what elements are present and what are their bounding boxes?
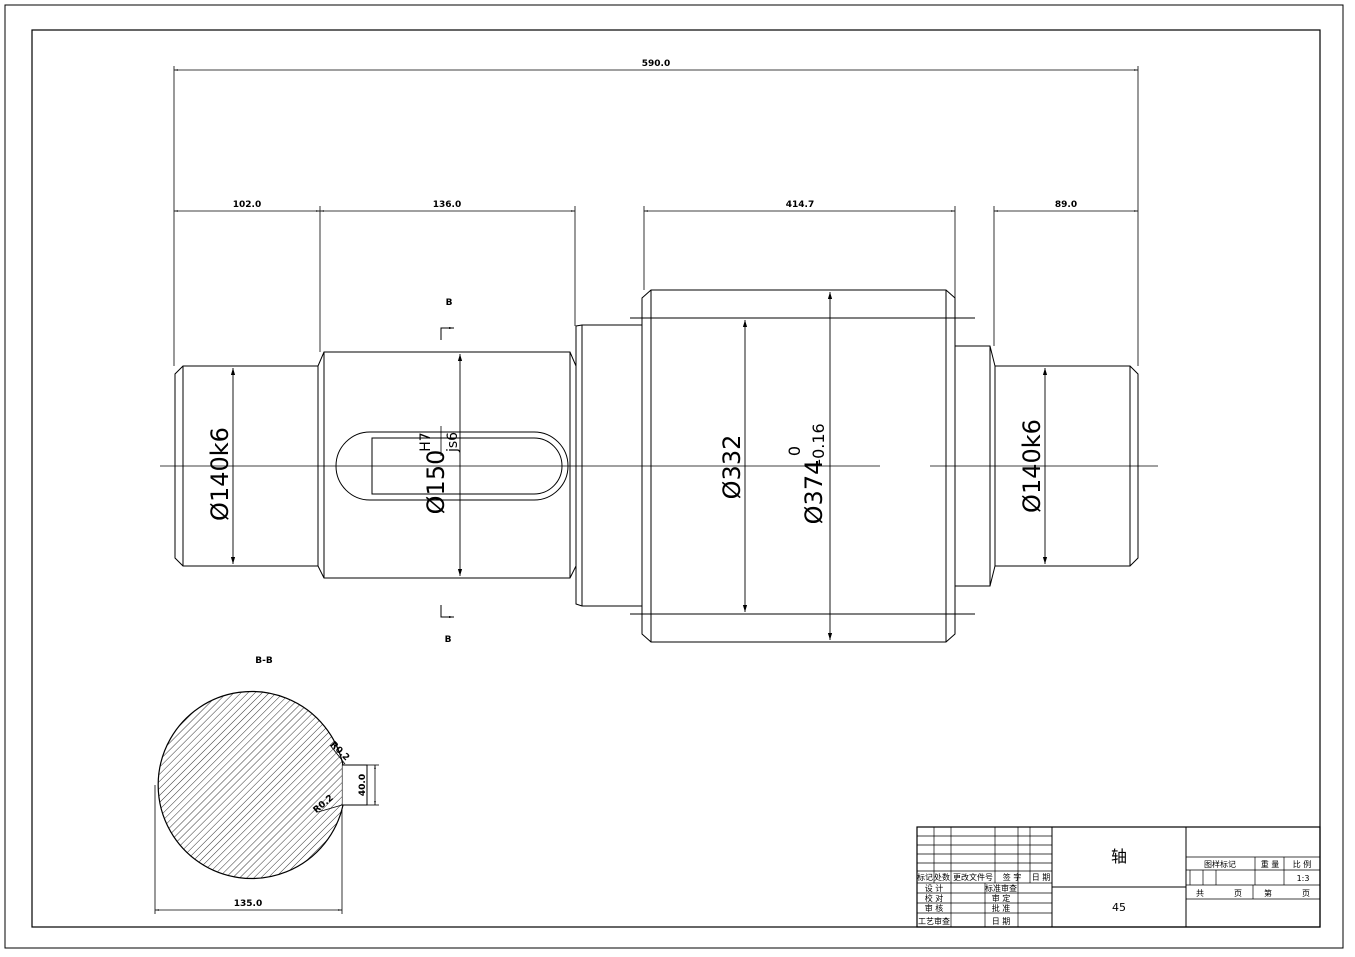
cut-label-top: B: [446, 298, 453, 308]
dia-key-seat: Ø150: [422, 450, 450, 515]
tb-process: 工艺审查: [918, 916, 950, 926]
keyway-slot: [335, 431, 569, 501]
inner-frame: [31, 29, 1321, 928]
tb-rev-date: 日 期: [1032, 873, 1051, 882]
dimension-lines: [174, 69, 1138, 212]
tb-design: 设 计: [925, 883, 944, 893]
section-dimension-lines: [154, 744, 379, 914]
dim-seg3-length: 414.7: [786, 200, 814, 210]
dia-outer-body: Ø374: [800, 460, 828, 525]
dim-seg4-length: 89.0: [1055, 200, 1077, 210]
tb-rev-count: 处数: [934, 872, 950, 882]
extension-lines: [173, 66, 1139, 366]
tb-scale-label: 比 例: [1293, 859, 1312, 869]
dim-key-width: 40.0: [358, 774, 368, 796]
cut-label-bottom: B: [445, 635, 452, 645]
tb-review: 审 核: [925, 903, 944, 913]
tb-rev-sign: 签 字: [1003, 872, 1022, 882]
dim-section-width: 135.0: [234, 899, 262, 909]
tb-approve: 批 准: [992, 903, 1011, 913]
dia-right-journal: Ø140k6: [1018, 419, 1046, 513]
tb-date: 日 期: [992, 917, 1011, 926]
tb-rev-mark: 标记: [917, 872, 933, 882]
tb-weight: 重 量: [1261, 859, 1280, 869]
tb-drawing-mark: 图样标记: [1204, 859, 1236, 869]
tb-part-name: 轴: [1111, 847, 1127, 866]
dim-total-length: 590.0: [642, 59, 670, 69]
tb-approve-set: 审 定: [992, 893, 1011, 903]
outer-frame: [4, 4, 1344, 949]
section-view: [157, 690, 368, 880]
shaft-outline: [174, 289, 1139, 643]
tb-material: 45: [1112, 901, 1126, 914]
dia-inner-body: Ø332: [718, 435, 746, 500]
fit-lower: js6: [445, 432, 461, 453]
section-title: B-B: [255, 656, 273, 666]
tb-std-review: 标准审查: [985, 883, 1017, 893]
title-block: [916, 826, 1321, 928]
tb-pages-label-2: 页: [1302, 889, 1310, 898]
tb-pages-label-1: 页: [1234, 889, 1242, 898]
fit-upper: H7: [418, 432, 434, 451]
section-cut-marks: [440, 327, 454, 618]
tb-sheet-label: 第: [1264, 888, 1272, 898]
tb-scale-value: 1:3: [1297, 874, 1310, 883]
tol-lower: -0.16: [809, 423, 828, 464]
tb-check: 校 对: [925, 893, 944, 903]
tb-rev-doc: 更改文件号: [953, 872, 993, 882]
dim-seg2-length: 136.0: [433, 200, 461, 210]
dia-left-journal: Ø140k6: [206, 427, 234, 521]
tb-total-label: 共: [1196, 889, 1204, 898]
tol-upper: 0: [785, 446, 804, 456]
diameter-dimension-lines: [230, 292, 1048, 640]
dim-seg1-length: 102.0: [233, 200, 261, 210]
